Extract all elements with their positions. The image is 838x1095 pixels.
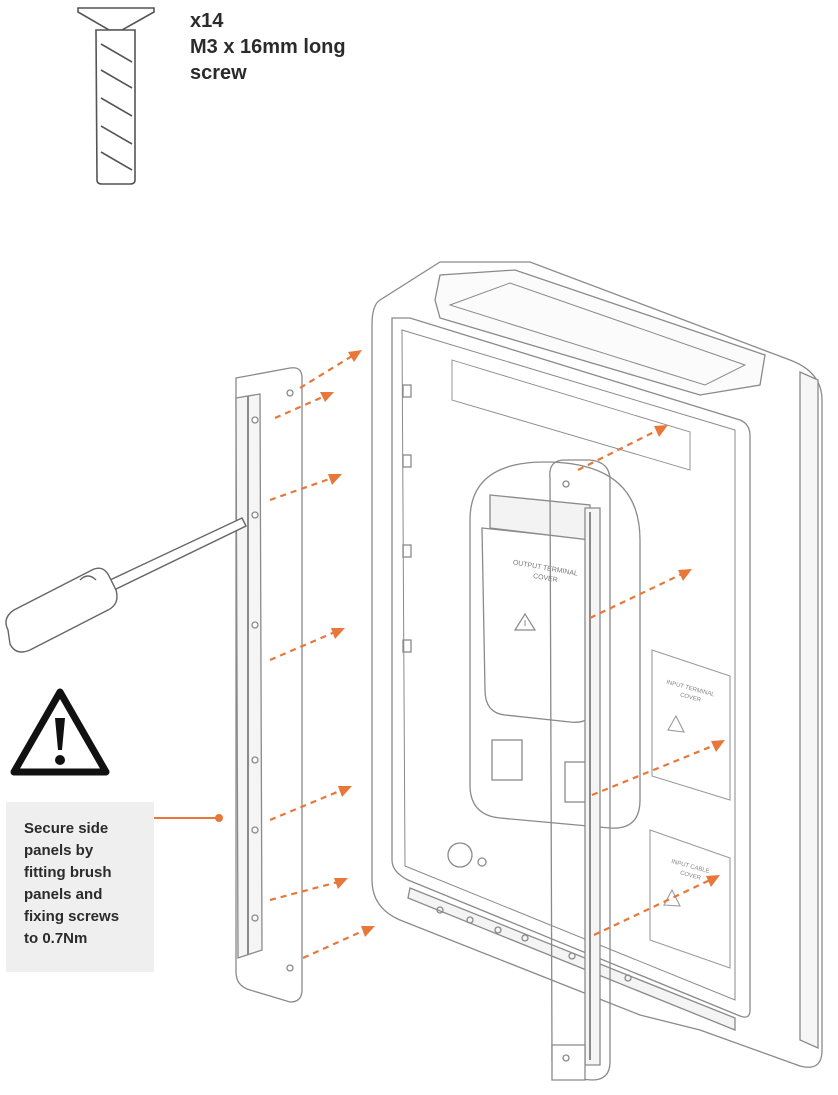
input-terminal-cover [651,649,731,801]
left-side-panel [235,367,303,1003]
instruction-line: panels and [24,886,103,903]
screw-spec: x14 M3 x 16mm long screw [190,8,346,86]
screw-type: screw [190,62,247,84]
screw-size: M3 x 16mm long [190,36,346,58]
output-terminal-cover [469,461,641,829]
fixing-arrows [269,355,716,960]
input-cover-label-2: COVER [679,692,702,703]
right-side-panel [549,459,611,1081]
input-cable-cover [649,829,731,969]
warning-triangle-icon [10,688,110,776]
instruction-box: Secure side panels by fitting brush pane… [6,802,154,972]
instruction-line: fixing screws [24,908,120,925]
output-cover-label-2: COVER [532,573,558,584]
instruction-line: panels by [24,842,94,859]
screw-icon [77,7,155,185]
screw-quantity: x14 [190,10,224,32]
arrow-heads [320,350,725,937]
screwdriver-icon [5,517,247,653]
instruction-line: fitting brush [24,864,112,881]
instruction-line: Secure side [24,820,109,837]
instruction-line: to 0.7Nm [24,930,88,947]
instruction-leader-line [154,814,223,822]
input-cable-label-2: COVER [679,870,702,881]
